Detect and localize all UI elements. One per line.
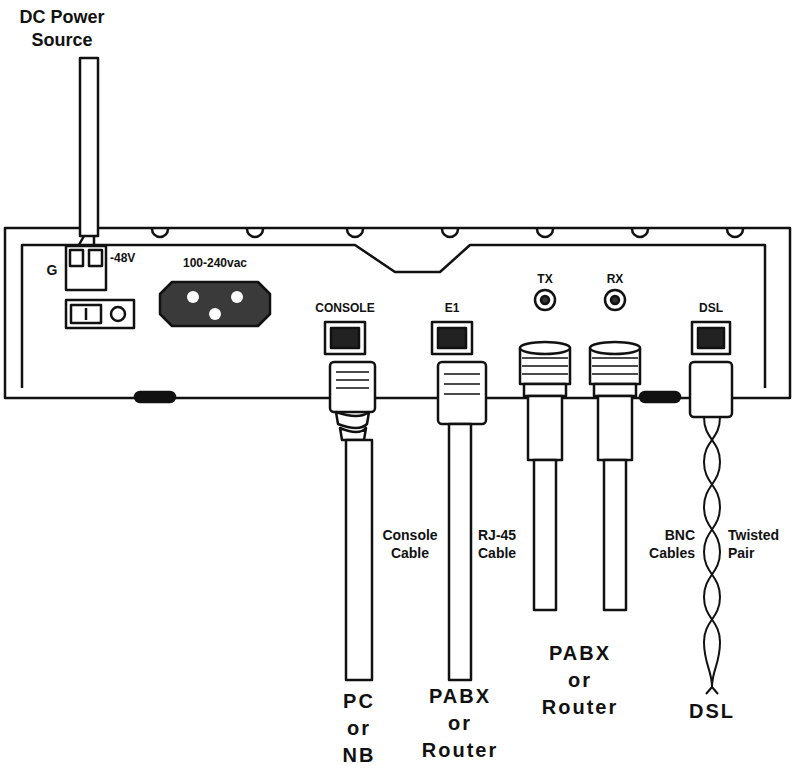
terminal-screw (89, 250, 102, 266)
bnc-ribs (592, 358, 638, 374)
rj11-jack (698, 328, 724, 348)
bnc-pin (611, 296, 619, 304)
rj45-jack (331, 328, 359, 348)
rj45-port (325, 322, 365, 354)
bnc-cable (534, 460, 556, 610)
twisted-wire (704, 417, 720, 687)
bnc-collar (594, 384, 636, 396)
rj45-plug (438, 362, 486, 424)
foot (640, 392, 680, 402)
power-switch (66, 300, 134, 328)
bnc-boot (598, 396, 632, 460)
rj45-cable (449, 424, 471, 680)
ac-inlet (160, 282, 270, 326)
wire-ends (706, 687, 718, 694)
switch-rocker (71, 305, 101, 323)
bnc-pin (541, 296, 549, 304)
console-cable (346, 440, 372, 680)
inlet-pin (187, 291, 199, 303)
terminal-screw (70, 250, 83, 266)
port-label: E1 (445, 301, 460, 315)
switch-off-mark (111, 307, 125, 321)
endpoint-label: PABX or Router (542, 640, 618, 721)
ground-label: G (47, 262, 58, 279)
endpoint-label: PC or NB (343, 688, 376, 769)
port-label: RX (607, 272, 624, 286)
endpoint-label: PABX or Router (422, 683, 498, 764)
rj11-plug (690, 362, 732, 417)
bnc-socket (535, 290, 555, 310)
inlet-pin (209, 308, 221, 320)
bnc-ribs (522, 358, 568, 374)
bnc-collar (524, 384, 566, 396)
cable-label: BNC Cables (649, 526, 695, 562)
rj45-jack (438, 328, 466, 348)
rj45-plug (330, 362, 375, 412)
port-label: TX (537, 272, 552, 286)
cable-label: Twisted Pair (728, 526, 779, 562)
bnc-rim (590, 342, 640, 354)
bnc-boot (528, 396, 562, 460)
cable-source-label: DC Power Source (16, 6, 108, 51)
foot (135, 392, 175, 402)
ac-input-label: 100-240vac (183, 256, 247, 270)
bnc-cable (604, 460, 626, 610)
plug-ribs (444, 374, 480, 394)
vent-notches (152, 229, 743, 237)
port-label: DSL (699, 301, 723, 315)
endpoint-label: DSL (689, 698, 735, 725)
housing-outline (5, 228, 790, 398)
cable-label: Console Cable (382, 526, 437, 562)
bnc-rim (520, 342, 570, 354)
plug-ribs (336, 372, 369, 388)
dc-cable (80, 58, 98, 236)
port-label: CONSOLE (315, 301, 374, 315)
voltage-label: -48V (110, 251, 135, 265)
strain-relief (336, 412, 369, 440)
front-panel-line (22, 245, 765, 388)
bnc-socket (605, 290, 625, 310)
rj45-port (432, 322, 472, 354)
rj11-port (692, 322, 730, 354)
cable-label: RJ-45 Cable (478, 526, 516, 562)
twisted-wire (704, 417, 720, 687)
inlet-pin (231, 291, 243, 303)
switch-on-mark (85, 308, 88, 320)
dc-terminal (66, 246, 106, 290)
